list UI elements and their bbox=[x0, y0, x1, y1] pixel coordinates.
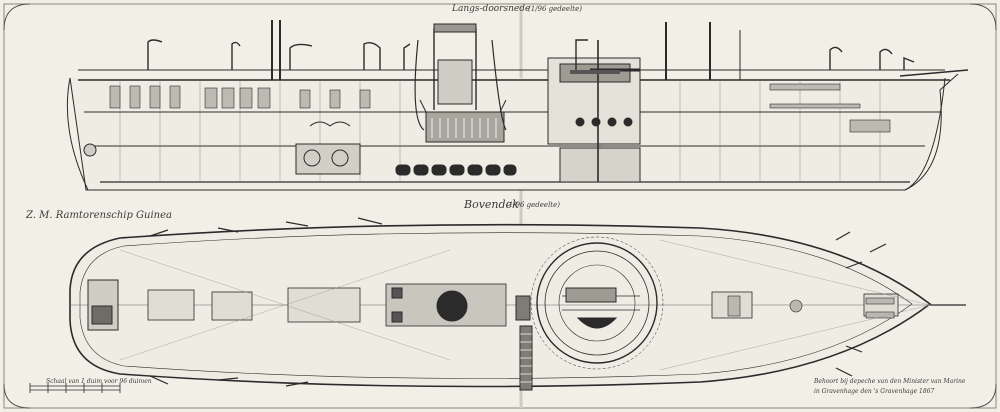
approval-note-line-2: in Gravenhage den 's Gravenhage 1867 bbox=[814, 388, 935, 395]
plan-title: Bovendek bbox=[464, 198, 519, 211]
scale-bar bbox=[29, 383, 121, 393]
corner-ornament bbox=[969, 383, 997, 409]
elevation-scale: (1/96 gedeelte) bbox=[528, 5, 582, 13]
corner-ornament bbox=[969, 3, 997, 31]
scale-bar-label: Schaal van 1 duim voor 96 duimen bbox=[46, 378, 152, 385]
elevation-title: Langs-doorsnede bbox=[452, 4, 531, 14]
deck-plan bbox=[69, 217, 966, 391]
sheet-border bbox=[3, 3, 997, 409]
corner-ornament bbox=[3, 3, 31, 31]
longitudinal-section bbox=[66, 20, 969, 191]
ship-name: Z. M. Ramtorenschip Guinea bbox=[26, 210, 173, 221]
approval-note-line-1: Behoort bij depeche van den Minister van… bbox=[814, 378, 966, 385]
corner-ornament bbox=[3, 383, 31, 409]
plan-scale: (1/96 gedeelte) bbox=[506, 201, 560, 209]
